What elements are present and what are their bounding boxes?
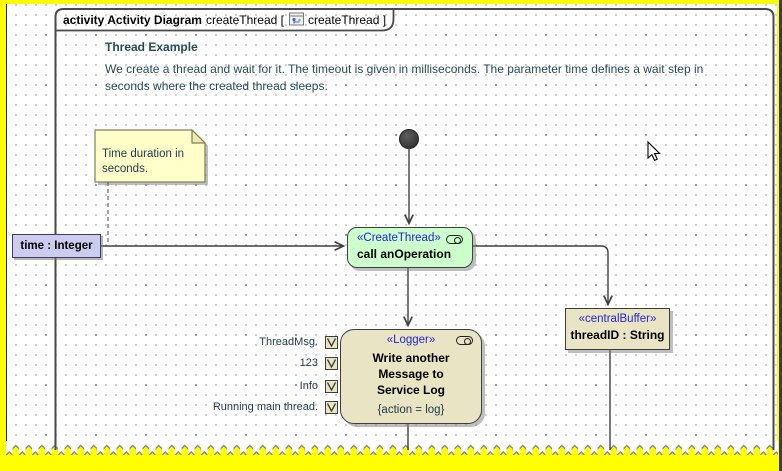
call-behavior-icon [446,235,463,244]
call-behavior-icon [456,336,473,345]
torn-paper-edge [6,441,778,455]
value-pin[interactable] [325,357,338,370]
activity-diagram-icon [289,12,304,29]
frame-context-name: createThread ] [308,13,387,27]
pin-value-label: Info [299,380,318,392]
pin-value-label: Running main thread. [212,401,318,413]
value-pin[interactable] [325,336,338,349]
paper-left-edge [6,4,7,443]
stereotype-label: «CreateThread» [357,232,441,244]
note-text: Time duration in seconds. [102,148,185,175]
diagram-description-line2: seconds where the created thread sleeps. [105,79,328,93]
diagram-description-line1: We create a thread and wait for it. The … [105,62,704,76]
value-pin-check-icon [326,359,337,369]
action-call-anoperation[interactable]: «CreateThread» call anOperation [347,227,473,268]
stereotype-label: «Logger» [386,334,436,346]
frame-diagram-name: createThread [ [205,13,284,27]
buffer-name: threadID : String [570,328,665,342]
value-pin-check-icon [326,403,337,413]
value-pin-check-icon [326,382,337,392]
window-right-border [779,0,782,471]
stereotype-label: «centralBuffer» [578,313,657,325]
action-write-message[interactable]: «Logger» Write another Message to Servic… [340,329,482,424]
action-name: call anOperation [357,247,452,261]
value-pin-check-icon [326,338,337,348]
central-buffer-node[interactable]: «centralBuffer» threadID : String [565,308,670,350]
value-pin[interactable] [325,380,338,393]
pin-value-label: ThreadMsg. [259,336,318,348]
action-name: Write another Message to Service Log [372,351,450,397]
activity-parameter-node[interactable]: time : Integer [12,234,101,258]
action-constraint: {action = log} [377,404,445,416]
pin-value-label: 123 [299,357,318,369]
value-pin[interactable] [325,401,338,414]
diagram-heading: Thread Example [105,40,198,54]
frame-kind-label: activity Activity Diagram [63,13,202,27]
